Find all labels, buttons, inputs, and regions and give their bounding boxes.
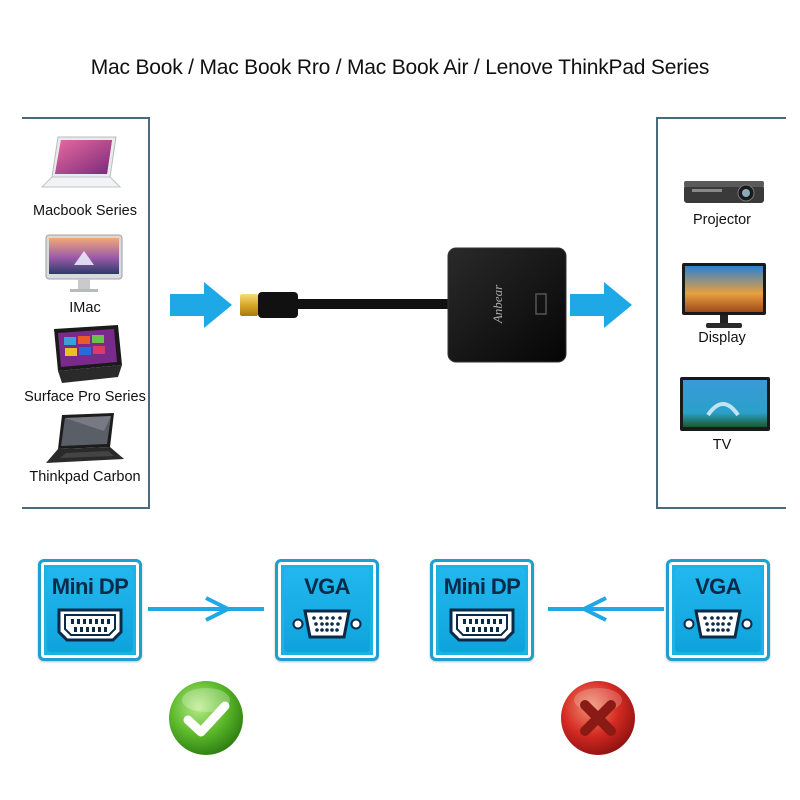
source-label-macbook: Macbook Series: [33, 203, 137, 219]
flow-arrow-right-icon: [148, 596, 264, 622]
port-label-vga: VGA: [304, 574, 350, 599]
port-label-vga-2: VGA: [695, 574, 741, 599]
target-devices-panel: Projector Display TV: [656, 117, 786, 509]
mini-dp-port-icon: [57, 608, 123, 642]
flow-arrow-left-icon: [548, 596, 664, 622]
mini-dp-port-icon: [449, 608, 515, 642]
source-label-thinkpad: Thinkpad Carbon: [29, 469, 141, 485]
projector-icon: [684, 181, 764, 203]
adapter-image: Anbear: [240, 247, 567, 363]
port-card-mini-dp: Mini DP: [38, 559, 142, 661]
port-card-vga: VGA: [275, 559, 379, 661]
source-devices-panel: Macbook Series IMac Surface Pro Series T…: [22, 117, 150, 509]
tv-icon: [680, 377, 770, 431]
vga-port-icon: [292, 609, 362, 639]
monitor-icon: [682, 263, 766, 328]
output-arrow-icon: [570, 282, 632, 328]
thinkpad-icon: [46, 413, 124, 463]
source-label-imac: IMac: [69, 300, 101, 316]
port-label-mini-dp: Mini DP: [51, 574, 129, 599]
laptop-icon: [40, 136, 122, 188]
source-label-surface: Surface Pro Series: [24, 389, 146, 405]
imac-icon: [45, 234, 123, 292]
page-title: Mac Book / Mac Book Rro / Mac Book Air /…: [90, 56, 710, 79]
target-label-tv: TV: [712, 437, 732, 453]
port-card-vga-2: VGA: [666, 559, 770, 661]
target-label-projector: Projector: [692, 212, 752, 228]
tablet-icon: [54, 325, 122, 383]
input-arrow-icon: [170, 282, 232, 328]
target-label-display: Display: [698, 330, 746, 346]
vga-port-icon: [683, 609, 753, 639]
port-card-mini-dp-2: Mini DP: [430, 559, 534, 661]
adapter-brand: Anbear: [490, 284, 505, 324]
unsupported-cross-icon: [561, 681, 635, 755]
port-label-mini-dp-2: Mini DP: [443, 574, 521, 599]
mini-dp-plug: [240, 294, 258, 316]
supported-check-icon: [169, 681, 243, 755]
